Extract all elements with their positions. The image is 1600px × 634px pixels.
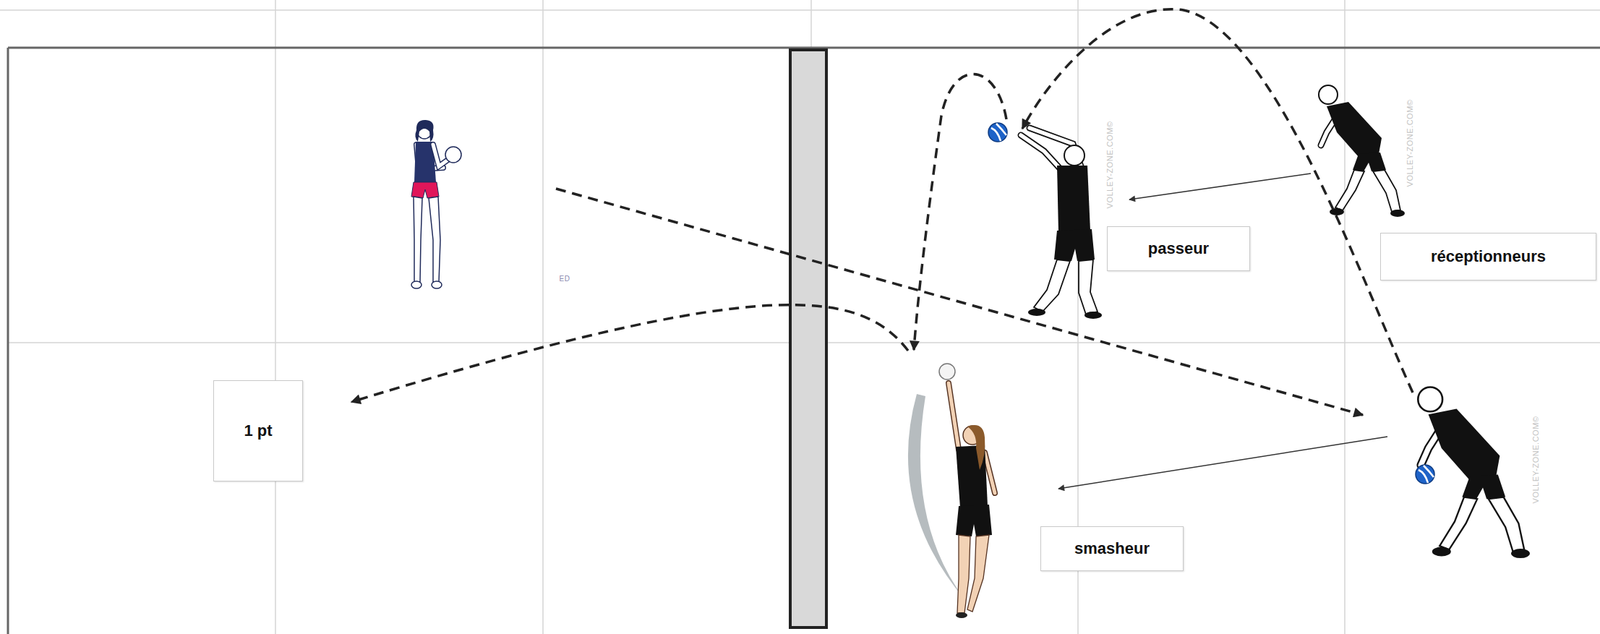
grid [1344,0,1346,634]
player-label: passeur [1148,239,1209,259]
label-box: smasheur [1040,526,1184,572]
attacker-figure [948,383,959,450]
ball-trajectory [1022,9,1413,393]
label-box: 1 pt [213,380,303,482]
attacker-figure [955,504,992,537]
setter-figure [1054,229,1095,262]
attacker-figure [957,535,971,614]
ball-trajectory [555,188,1363,416]
server-figure [411,120,462,289]
attacker-figure [939,363,956,380]
grid [810,0,812,48]
ball [988,122,1008,142]
court-border [7,47,10,634]
server-figure [431,281,442,289]
setter-figure [1084,311,1102,319]
watermark: VOLLEY-ZONE.COM© [1405,99,1415,188]
label-box: passeur [1106,226,1251,272]
grid [274,0,277,634]
setter-figure [1078,259,1098,315]
grid [0,9,1600,11]
watermark: VOLLEY-ZONE.COM© [1105,121,1115,209]
setter-figure [1020,127,1102,319]
image-credit: ED [559,274,571,283]
ball-trajectory [351,305,909,402]
player-label: réceptionneurs [1430,247,1546,267]
server-figure [411,281,422,289]
player-label: smasheur [1074,539,1150,559]
movement-arrow [1129,173,1311,200]
attacker-figure [967,425,985,470]
server-figure [411,182,439,199]
setter-figure [1033,259,1071,312]
server-figure [428,196,441,282]
grid [542,0,544,634]
attacker-figure [955,612,968,619]
setter-figure [1057,165,1091,233]
movement-arrow [1058,173,1388,489]
server-figure [413,196,423,282]
setter-figure [1064,145,1085,166]
net [790,49,827,628]
setter-figure [1028,308,1046,316]
attacker-figure [948,383,959,450]
player-label: 1 pt [243,421,272,441]
ball-trajectory [913,73,1007,350]
ball [1415,464,1435,484]
watermark: VOLLEY-ZONE.COM© [1531,416,1540,504]
server-figure [415,120,434,142]
attacker-figure [967,535,990,612]
court-border [7,47,1600,634]
receiver-figure [1318,85,1405,217]
ball-trajectory [351,9,1413,416]
attacker-figure [908,363,995,619]
server-figure [445,146,462,163]
movement-arrow [1058,436,1388,489]
label-box: réceptionneurs [1380,232,1597,281]
